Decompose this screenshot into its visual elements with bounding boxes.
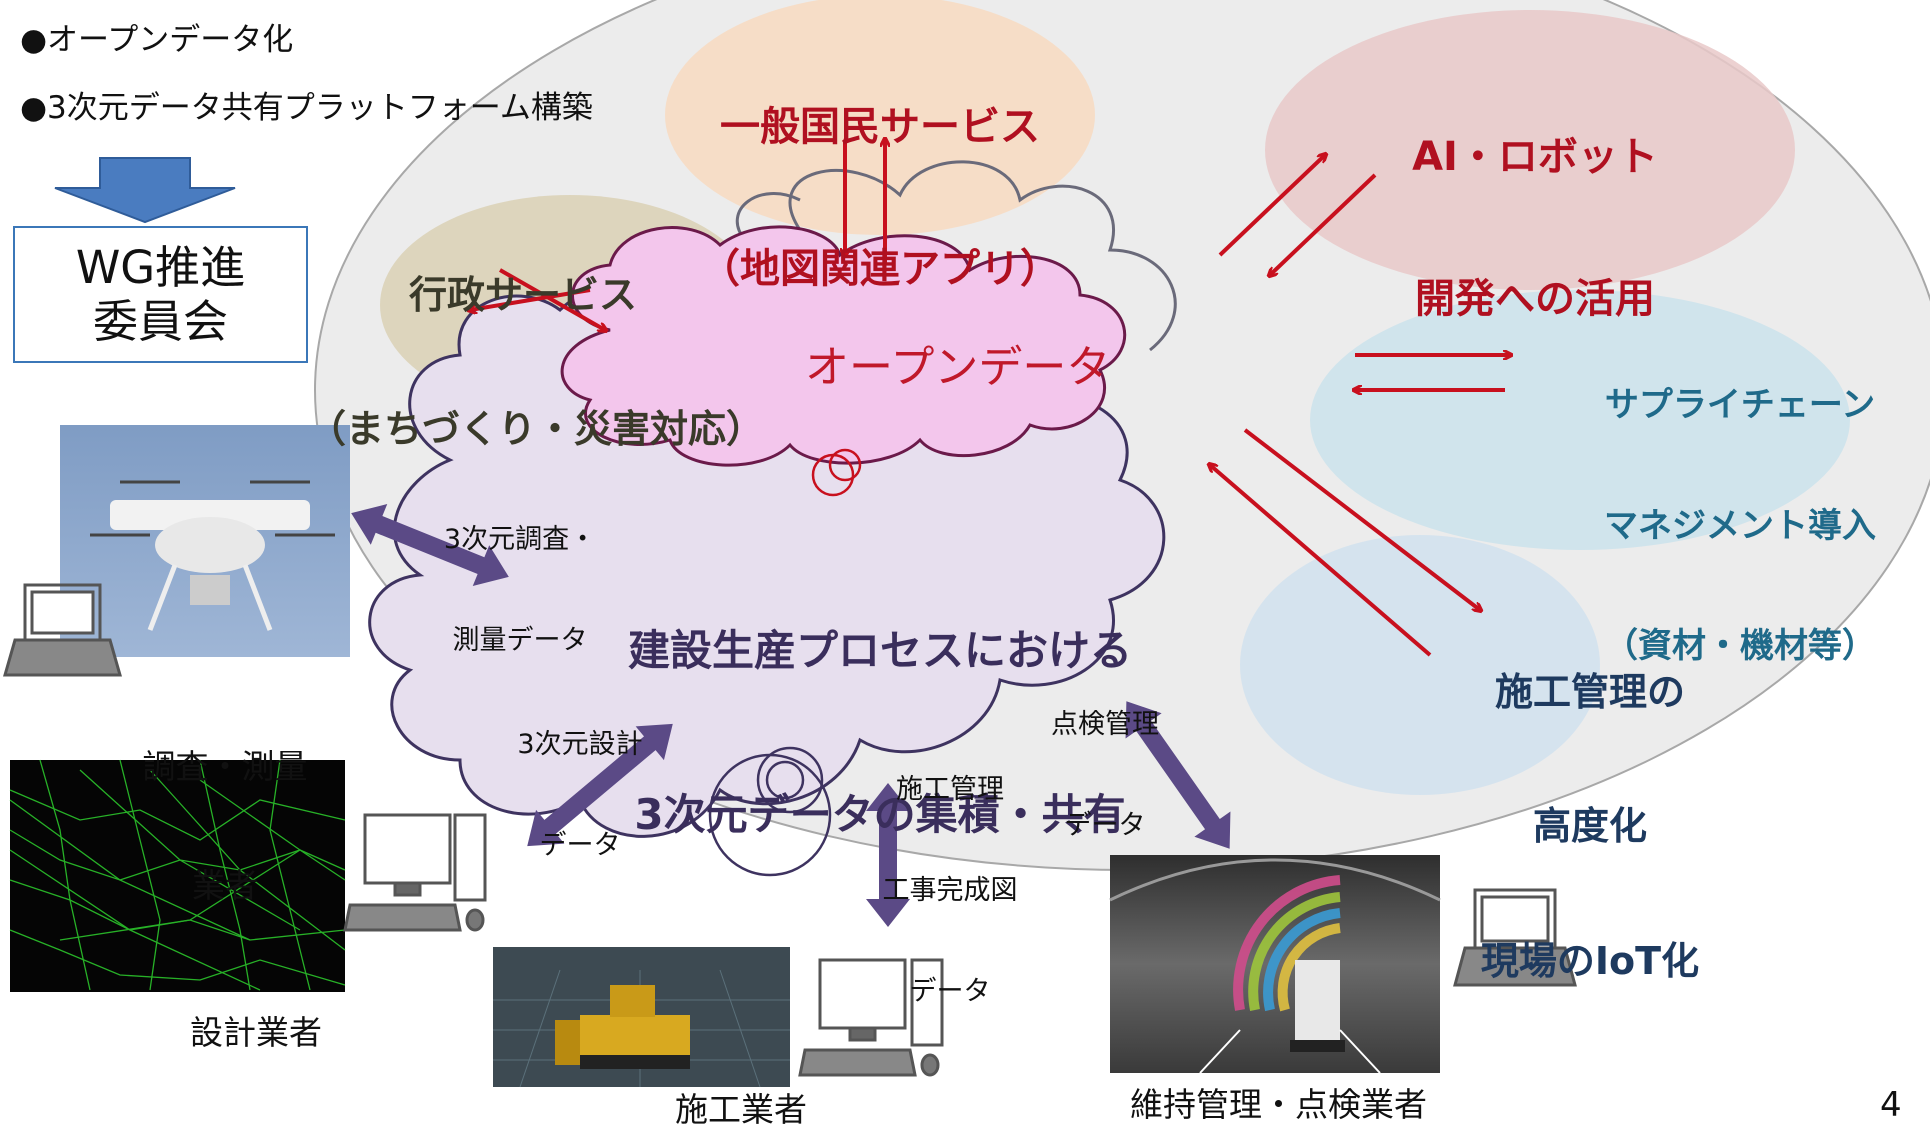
desktop-computer-icon [798,958,944,1077]
survey-data-line: 測量データ [452,624,588,656]
survey-data-label: 3次元調査・ 測量データ [420,455,620,691]
down-arrow [54,157,236,224]
cloud-bubble [756,746,824,814]
wg-box-line: 委員会 [92,294,228,348]
construction-data-label: 施工管理 工事完成図 データ [850,705,1050,1043]
background-cloud [735,160,1177,352]
inspection-data-line: データ [1064,809,1146,841]
construction-mgmt-zone [1240,535,1600,795]
survey-actor-line: 業者 [192,865,258,905]
tunnel-inspection-photo [1109,855,1441,1074]
open-data-cloud [560,225,1127,467]
construction-mgmt-line: 現場のIoT化 [1480,938,1700,983]
bulldozer-photo [493,947,790,1088]
admin-service-line: （まちづくり・災害対応） [308,407,765,452]
survey-double-arrow [351,503,509,587]
laptop-icon [1453,888,1577,987]
public-service-zone [665,0,1095,235]
supply-chain-label: サプライチェーン マネジメント導入 （資材・機材等） [1560,305,1920,706]
supply-chain-line: サプライチェーン [1604,385,1876,426]
public-service-line: （地図関連アプリ） [700,245,1060,292]
public-service-label: 一般国民サービス （地図関連アプリ） [700,10,1060,340]
admin-service-line: 行政サービス [408,272,637,317]
construction-actor-label: 施工業者 [675,1090,807,1129]
ai-robot-line: AI・ロボット [1412,134,1658,181]
drone-photo [60,425,350,657]
inspection-double-arrow [1125,701,1231,849]
design-data-label: 3次元設計 データ [485,660,675,896]
ai-robot-zone [1265,10,1795,290]
page-number: 4 [1880,1085,1902,1125]
open-data-arrows [470,140,1510,657]
public-service-line: 一般国民サービス [720,104,1040,151]
construction-mgmt-line: 高度化 [1532,804,1647,849]
construction-mgmt-line: 施工管理の [1494,669,1685,714]
center-title-line: 建設生産プロセスにおける [627,626,1132,676]
center-title-line: 3次元データの集積・共有 [634,789,1126,839]
cloud-bubble [811,453,855,497]
design-data-line: 3次元設計 [517,728,643,760]
survey-data-line: 3次元調査・ [443,523,597,555]
laptop-icon [3,583,122,677]
construction-data-line: 施工管理 [896,773,1004,805]
inspection-data-label: 点検管理 データ [1020,640,1190,876]
supply-chain-line: マネジメント導入 [1604,505,1876,546]
center-title: 建設生産プロセスにおける 3次元データの集積・共有 [580,515,1180,897]
open-data-label: オープンデータ [805,342,1111,393]
bullet-3d-platform: ●3次元データ共有プラットフォーム構築 [20,90,593,126]
wg-committee-box: WG推進 委員会 [13,226,308,363]
design-actor-label: 設計業者 [190,1013,322,1052]
admin-service-label: 行政サービス （まちづくり・災害対応） [308,183,765,497]
construction-double-arrow [866,783,910,927]
inspection-data-line: 点検管理 [1051,708,1159,740]
supply-chain-line: （資材・機材等） [1604,625,1876,666]
design-data-line: データ [539,829,621,861]
bullet-open-data: ●オープンデータ化 [20,22,294,58]
wg-box-line: WG推進 [75,240,246,294]
process-arrows [351,503,1231,927]
terrain-wireframe-image [9,759,346,992]
cloud-bubble [828,448,862,482]
construction-data-line: 工事完成図 [882,874,1018,906]
cloud-bubble [765,760,805,800]
ai-robot-line: 開発への活用 [1415,275,1655,322]
desktop-computer-icon [343,813,487,932]
maintenance-actor-label: 維持管理・点検業者 [1130,1085,1427,1124]
survey-actor-label: 調査・測量 業者 [125,668,325,945]
survey-actor-line: 調査・測量 [142,747,308,787]
construction-data-line: データ [909,976,991,1007]
design-double-arrow [527,723,673,847]
ai-robot-label: AI・ロボット 開発への活用 [1370,40,1700,370]
construction-mgmt-label: 施工管理の 高度化 現場のIoT化 [1440,580,1740,1028]
